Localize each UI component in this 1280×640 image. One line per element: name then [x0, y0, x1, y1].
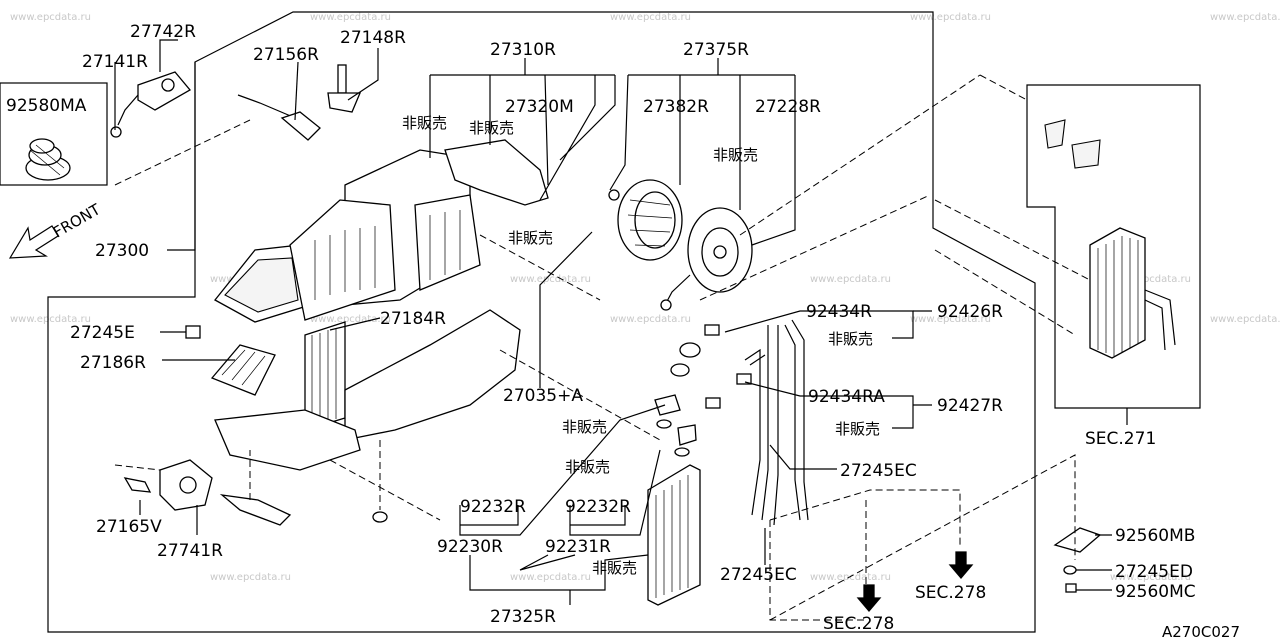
case-lower-27035: [214, 309, 521, 526]
watermark: www.epcdata.ru: [510, 572, 591, 583]
bracket-27148R: [327, 64, 361, 113]
leader-lines: [114, 39, 1128, 605]
label-92434RA: 92434RA: [808, 387, 885, 407]
label-27382R: 27382R: [643, 97, 709, 117]
label-not-for-sale: 非販売: [469, 119, 514, 137]
label-27245EC: 27245EC: [840, 461, 917, 481]
label-92427R: 92427R: [937, 396, 1003, 416]
label-not-for-sale: 非販売: [562, 418, 607, 436]
hose-clips: [654, 394, 697, 457]
label-27141R: 27141R: [82, 52, 148, 72]
label-27186R: 27186R: [80, 353, 146, 373]
heater-pipes: [670, 319, 809, 526]
diagram-code: A270C027: [1162, 623, 1240, 640]
filter-27186R: [210, 344, 276, 396]
heater-core-sec271: [1044, 119, 1176, 359]
watermark: www.epcdata.ru: [810, 572, 891, 583]
label-27375R: 27375R: [683, 40, 749, 60]
arrow-sec278-1: [948, 551, 974, 580]
label-92232R: 92232R: [565, 497, 631, 517]
front-label: FRONT: [50, 200, 104, 242]
actuator-27741R: [123, 459, 213, 511]
label-92231R: 92231R: [545, 537, 611, 557]
label-92560MC: 92560MC: [1115, 582, 1196, 602]
heater-core-27325R: [647, 464, 701, 606]
label-27228R: 27228R: [755, 97, 821, 117]
label-27156R: 27156R: [253, 45, 319, 65]
label-27300: 27300: [95, 241, 149, 261]
watermark: www.epcdata.ru: [810, 274, 891, 285]
label-not-for-sale: 非販売: [835, 420, 880, 438]
dashed-lines: [114, 74, 1091, 621]
label-not-for-sale: 非販売: [402, 114, 447, 132]
label-not-for-sale: 非販売: [828, 330, 873, 348]
label-27165V: 27165V: [96, 517, 162, 537]
blower-fan-27382R: [608, 179, 683, 261]
label-27741R: 27741R: [157, 541, 223, 561]
label-not-for-sale: 非販売: [565, 458, 610, 476]
labels: 27742R 27141R 92580MA 27156R 27148R 2731…: [6, 22, 1240, 640]
watermark: www.epcdata.ru: [210, 572, 291, 583]
actuator-27742R: [110, 71, 191, 138]
label-27245ED: 27245ED: [1115, 562, 1193, 582]
inset-92580MA: [0, 82, 108, 186]
watermark: www.epcdata.ru: [910, 314, 991, 325]
label-92426R: 92426R: [937, 302, 1003, 322]
watermark: www.epcdata.ru: [310, 12, 391, 23]
rod-27156R: [237, 94, 321, 141]
watermark: www.epcdata.ru: [1110, 572, 1191, 583]
label-not-for-sale: 非販売: [592, 559, 637, 577]
label-sec278[interactable]: SEC.278: [915, 583, 986, 603]
label-92232R: 92232R: [460, 497, 526, 517]
grommets-right: [1053, 527, 1102, 593]
label-27184R: 27184R: [380, 309, 446, 329]
arrow-sec278-2: [856, 584, 882, 613]
watermark: www.epcdata.ru: [1210, 12, 1280, 23]
label-27742R: 27742R: [130, 22, 196, 42]
label-sec271[interactable]: SEC.271: [1085, 429, 1156, 449]
clip-27245E: [185, 325, 201, 339]
watermark: www.epcdata.ru: [310, 314, 391, 325]
watermarks: www.epcdata.ru www.epcdata.ru www.epcdat…: [10, 12, 1280, 583]
watermark: www.epcdata.ru: [610, 12, 691, 23]
label-27035A: 27035+A: [503, 386, 583, 406]
label-27310R: 27310R: [490, 40, 556, 60]
label-27320M: 27320M: [505, 97, 574, 117]
label-92434R: 92434R: [806, 302, 872, 322]
label-sec278[interactable]: SEC.278: [823, 614, 894, 634]
label-27245E: 27245E: [70, 323, 135, 343]
label-not-for-sale: 非販売: [508, 229, 553, 247]
evaporator-27184R: [304, 321, 346, 431]
blower-motor-27228R: [660, 207, 753, 311]
label-not-for-sale: 非販売: [713, 146, 758, 164]
label-92230R: 92230R: [437, 537, 503, 557]
blower-case-27300: [214, 199, 396, 323]
inset-sec271: [1026, 84, 1201, 409]
front-arrow: FRONT: [8, 200, 104, 259]
watermark: www.epcdata.ru: [10, 314, 91, 325]
label-27148R: 27148R: [340, 28, 406, 48]
watermark: www.epcdata.ru: [1110, 274, 1191, 285]
label-92580MA: 92580MA: [6, 96, 87, 116]
label-92560MB: 92560MB: [1115, 526, 1195, 546]
watermark: www.epcdata.ru: [610, 314, 691, 325]
watermark: www.epcdata.ru: [510, 274, 591, 285]
main-frame: [47, 11, 1036, 633]
watermark: www.epcdata.ru: [10, 12, 91, 23]
label-27325R: 27325R: [490, 607, 556, 627]
grommet-92580MA: [25, 138, 71, 181]
watermark: www.epcdata.ru: [1210, 314, 1280, 325]
watermark: www.epcdata.ru: [910, 12, 991, 23]
label-27245EC: 27245EC: [720, 565, 797, 585]
